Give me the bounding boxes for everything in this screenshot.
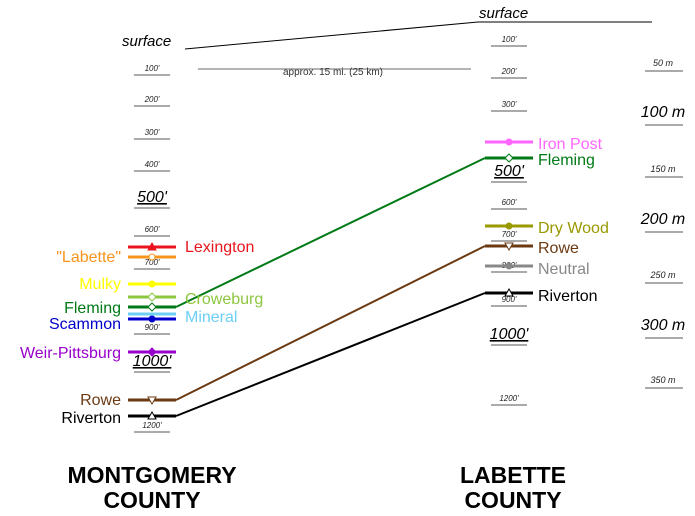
montgomery-depth-tick-label: 1200'	[142, 421, 162, 430]
correlation-riverton-line	[175, 292, 486, 417]
labette-title-line2: COUNTY	[464, 487, 562, 513]
labette-unit-fleming-marker-icon	[504, 153, 514, 163]
montgomery-unit-mulky-marker-icon	[148, 280, 156, 288]
labette-depth-tick-label: 100'	[502, 35, 517, 44]
montgomery-unit-fleming-label: Fleming	[64, 300, 121, 317]
montgomery-unit-fleming-marker-icon	[147, 302, 157, 312]
montgomery-depth-tick-label: 900'	[145, 323, 160, 332]
labette-unit-rowe-label: Rowe	[538, 240, 579, 257]
labette-depth-tick-label: 900'	[502, 295, 517, 304]
montgomery-depth-major-tick-label: 1000'	[133, 353, 173, 370]
montgomery-unit-scammon-marker-icon	[148, 315, 156, 323]
surface-label-left: surface	[122, 33, 171, 50]
labette-title-line1: LABETTE	[459, 462, 567, 488]
labette-depth-tick-label: 300'	[502, 100, 517, 109]
metric-tick-label: 50 m	[653, 58, 674, 68]
montgomery-unit-scammon-label: Scammon	[49, 316, 121, 333]
surface-label-right: surface	[479, 5, 528, 22]
labette-depth-tick-label: 200'	[501, 67, 517, 76]
montgomery-depth-tick-label: 200'	[144, 95, 160, 104]
labette-unit-riverton-marker-icon	[504, 287, 514, 297]
montgomery-depth-major-tick-label: 500'	[137, 189, 168, 206]
montgomery-unit-rowe-label: Rowe	[80, 392, 121, 409]
montgomery-unit-riverton-label: Riverton	[61, 410, 121, 427]
labette-unit-fleming-label: Fleming	[538, 152, 595, 169]
labette-unit-neutral-marker-icon	[505, 262, 513, 270]
montgomery-depth-tick-label: 100'	[145, 64, 160, 73]
correlation-rowe-line	[175, 245, 486, 401]
montgomery-unit-lexington-label: Lexington	[185, 239, 254, 256]
labette-unit-riverton-label: Riverton	[538, 288, 598, 305]
montgomery-unit-croweburg-marker-icon	[147, 292, 157, 302]
labette-depth-major-tick-label: 500'	[494, 163, 525, 180]
montgomery-title-line2: COUNTY	[103, 487, 201, 513]
metric-major-tick-label: 200 m	[640, 211, 685, 228]
montgomery-unit-lexington-marker-icon	[147, 241, 157, 251]
montgomery-unit-rowe-marker-icon	[147, 396, 157, 406]
labette-unit-iron-post-marker-icon	[505, 138, 513, 146]
labette-unit-neutral-label: Neutral	[538, 261, 590, 278]
surface-line	[184, 21, 479, 50]
montgomery-unit-labette-marker-icon	[148, 253, 156, 261]
labette-unit-dry-wood-label: Dry Wood	[538, 220, 609, 237]
labette-unit-rowe-marker-icon	[504, 242, 514, 252]
correlation-fleming-line	[175, 157, 486, 308]
montgomery-unit-mineral-label: Mineral	[185, 309, 237, 326]
montgomery-depth-tick-label: 600'	[145, 225, 160, 234]
montgomery-county-title: MONTGOMERY COUNTY	[42, 463, 262, 513]
labette-depth-tick-label: 1200'	[499, 394, 519, 403]
montgomery-title-line1: MONTGOMERY	[67, 462, 237, 488]
metric-tick-label: 350 m	[650, 375, 676, 385]
montgomery-depth-tick-label: 300'	[145, 128, 160, 137]
montgomery-unit-croweburg-label: Croweburg	[185, 291, 263, 308]
montgomery-unit-weir-pittsburg-marker-icon	[147, 347, 157, 357]
montgomery-depth-tick-label: 400'	[145, 160, 160, 169]
metric-major-tick-label: 100 m	[641, 104, 685, 121]
metric-major-tick-label: 300 m	[641, 317, 685, 334]
montgomery-depth-tick-label: 700'	[145, 258, 160, 267]
montgomery-unit-weir-pittsburg-label: Weir-Pittsburg	[20, 345, 121, 362]
labette-depth-major-tick-label: 1000'	[490, 326, 530, 343]
labette-unit-iron-post-label: Iron Post	[538, 136, 603, 153]
distance-label: approx. 15 mi. (25 km)	[283, 67, 383, 78]
metric-tick-label: 250 m	[649, 270, 676, 280]
montgomery-unit-labette-label: "Labette"	[56, 249, 121, 266]
montgomery-unit-riverton-marker-icon	[147, 410, 157, 420]
labette-unit-dry-wood-marker-icon	[505, 222, 513, 230]
labette-depth-tick-label: 700'	[502, 230, 517, 239]
labette-depth-tick-label: 600'	[502, 198, 517, 207]
metric-tick-label: 150 m	[650, 164, 676, 174]
labette-county-title: LABETTE COUNTY	[403, 463, 623, 513]
montgomery-unit-mulky-label: Mulky	[79, 276, 121, 293]
